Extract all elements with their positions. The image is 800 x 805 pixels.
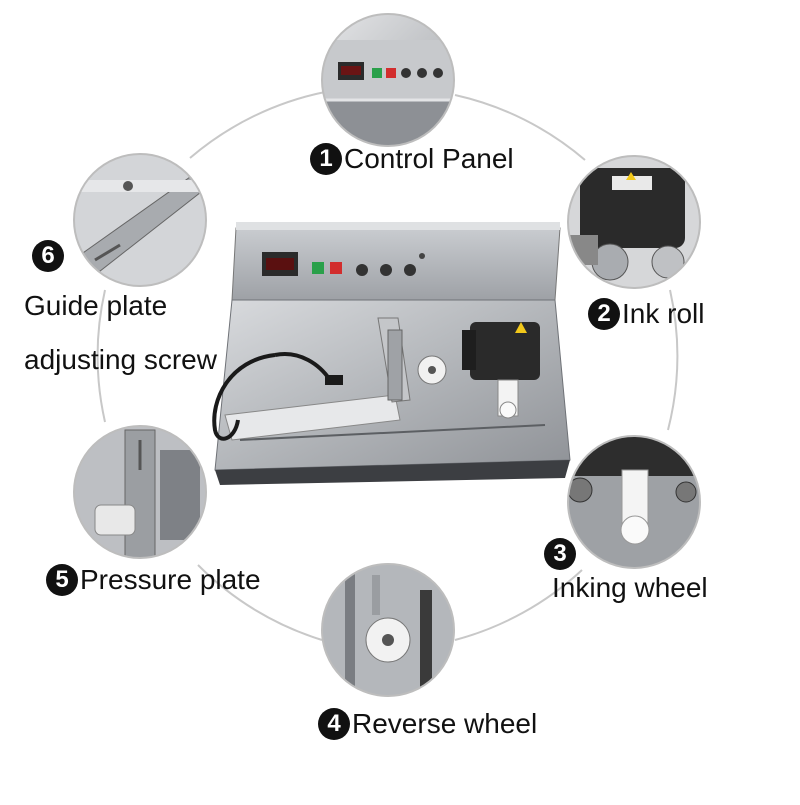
zoom-ink-roll (567, 155, 701, 289)
ink-roll-unit (470, 322, 540, 380)
zoom-control-panel (321, 13, 455, 147)
label-ink-roll: 2 Ink roll (588, 298, 704, 330)
label-pressure-plate-text: Pressure plate (80, 564, 261, 595)
label-reverse-wheel-text: Reverse wheel (352, 708, 538, 739)
label-ink-roll-text: Ink roll (622, 298, 705, 329)
number-badge-2: 2 (588, 298, 620, 330)
label-guide-plate-line1: Guide plate (24, 290, 168, 321)
stop-button (330, 262, 342, 274)
temperature-knob (380, 264, 392, 276)
number-badge-1: 1 (310, 143, 342, 175)
guide-plate (224, 394, 401, 441)
label-reverse-wheel: 4 Reverse wheel (318, 708, 537, 740)
number-badge-4: 4 (318, 708, 350, 740)
zoom-guide-plate-screw (73, 153, 207, 287)
number-badge-5: 5 (46, 564, 78, 596)
label-inking-wheel-number: 3 (544, 538, 576, 570)
zoom-reverse-wheel (321, 563, 455, 697)
number-badge-3: 3 (544, 538, 576, 570)
power-cord (212, 353, 276, 441)
label-guide-plate-number: 6 (32, 240, 64, 272)
connector-ring (96, 91, 679, 641)
label-control-panel: 1 Control Panel (310, 143, 514, 175)
power-button (312, 262, 324, 274)
coding-machine-illustration (212, 222, 571, 485)
zoom-pressure-plate (73, 425, 207, 559)
label-inking-wheel-text: Inking wheel (552, 572, 708, 603)
counter-knob (404, 264, 416, 276)
zoom-inking-wheel (567, 435, 701, 569)
pressure-plate-part (387, 329, 403, 401)
warning-triangle-icon (515, 322, 527, 333)
number-badge-6: 6 (32, 240, 64, 272)
speed-knob (356, 264, 368, 276)
label-control-panel-text: Control Panel (344, 143, 514, 174)
label-pressure-plate: 5 Pressure plate (46, 564, 261, 596)
label-guide-plate-line2: adjusting screw (24, 344, 217, 375)
